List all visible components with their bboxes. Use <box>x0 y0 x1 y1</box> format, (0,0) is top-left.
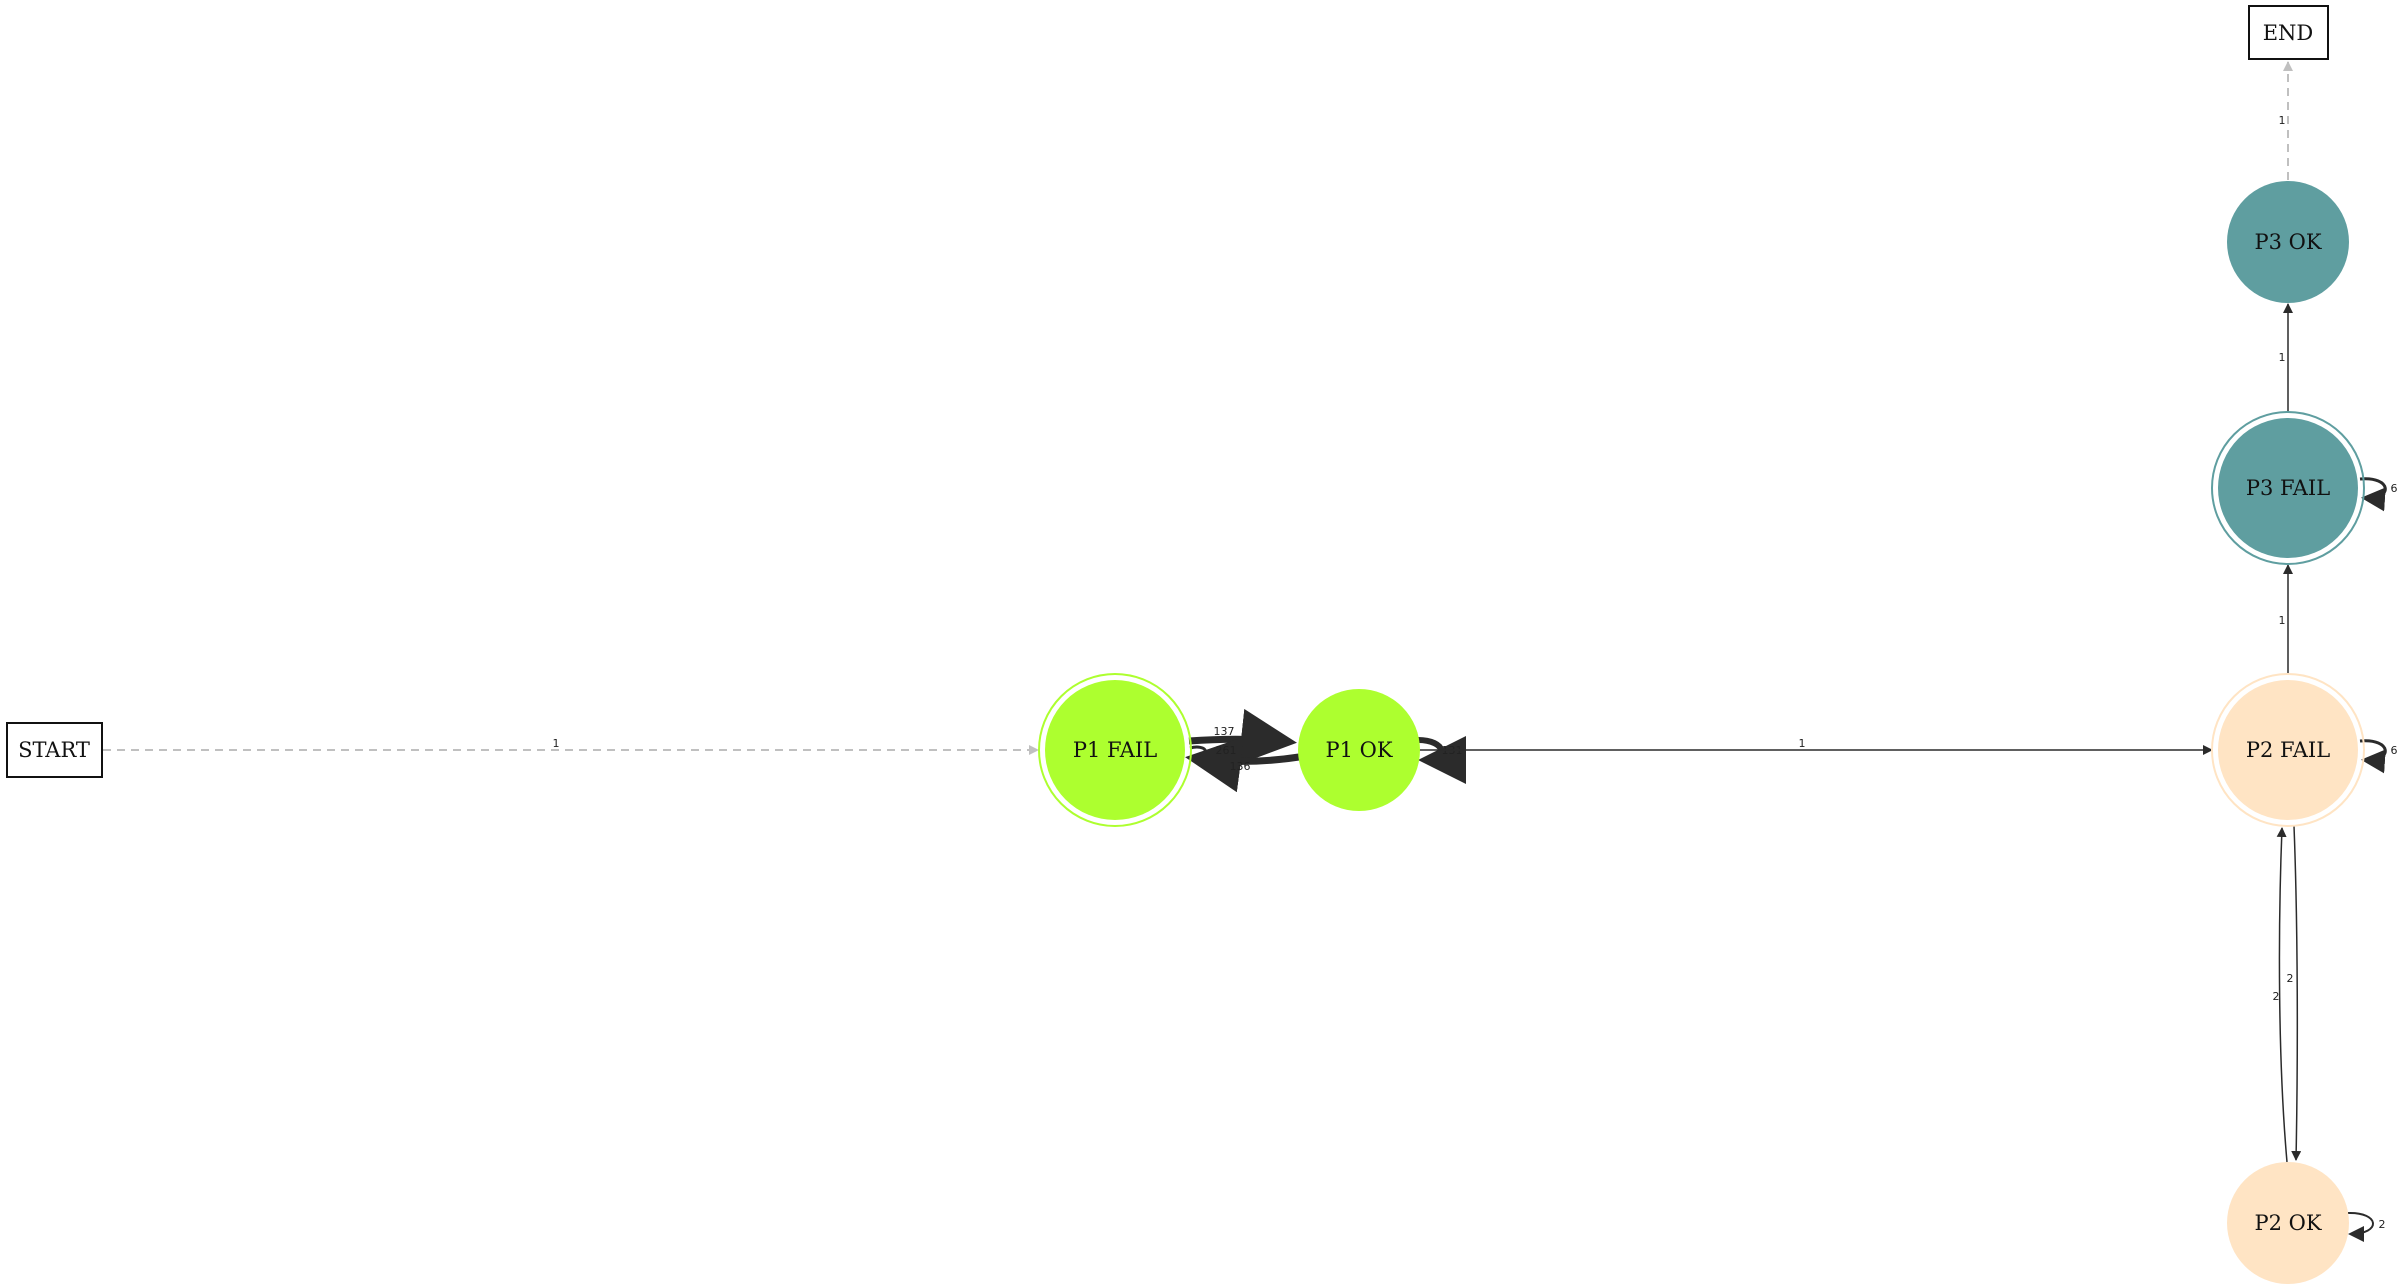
node-p2-ok: P2 OK <box>2227 1162 2349 1284</box>
edge-p2-ok-to-p2-fail: 2 <box>2273 827 2288 1163</box>
edge-label-p3-ok-end: 1 <box>2279 114 2286 127</box>
edge-label-p1-ok-p2-fail: 1 <box>1799 737 1806 750</box>
edge-p2-fail-to-p2-ok: 2 <box>2287 825 2302 1161</box>
edge-p1-ok-to-p1-fail: 136 <box>1185 736 1300 793</box>
edge-p2-fail-to-p3-fail: 1 <box>2279 564 2293 674</box>
edge-label-p2-ok-self: 2 <box>2379 1218 2386 1231</box>
edge-label-p1-ok-p1-fail: 136 <box>1230 760 1251 773</box>
edge-p1-fail-to-p1-ok: 137 <box>1188 708 1297 765</box>
node-p1-ok: P1 OK <box>1298 689 1420 811</box>
node-p1-fail-label: P1 FAIL <box>1073 738 1157 762</box>
node-p3-ok-label: P3 OK <box>2254 230 2321 254</box>
node-p2-ok-label: P2 OK <box>2254 1211 2321 1235</box>
edge-label-p3-fail-p3-ok: 1 <box>2279 351 2286 364</box>
node-start: START <box>6 722 103 778</box>
edge-label-p2-fail-p3-fail: 1 <box>2279 614 2286 627</box>
edge-p1-fail-self-loop: 261 <box>1189 744 1237 759</box>
node-p1-ok-label: P1 OK <box>1325 738 1392 762</box>
node-p1-fail: P1 FAIL <box>1038 673 1192 827</box>
edge-start-to-p1-fail: 1 <box>103 737 1039 755</box>
node-p3-ok: P3 OK <box>2227 181 2349 303</box>
edge-p3-fail-self-loop: 6 <box>2359 477 2398 512</box>
edge-p1-ok-to-p2-fail: 1 <box>1418 737 2213 755</box>
edge-p3-fail-to-p3-ok: 1 <box>2279 303 2293 412</box>
edge-label-p2-ok-p2-fail: 2 <box>2273 990 2280 1003</box>
node-end: END <box>2248 5 2329 60</box>
edge-label-p1-fail-p1-ok: 137 <box>1214 725 1235 738</box>
edge-p3-ok-to-end: 1 <box>2279 61 2293 180</box>
edge-label-start-p1-fail: 1 <box>553 737 560 750</box>
node-p2-fail-label: P2 FAIL <box>2246 738 2330 762</box>
edge-label-p1-fail-self: 261 <box>1216 744 1237 757</box>
edge-label-p3-fail-self: 6 <box>2391 482 2398 495</box>
node-end-label: END <box>2263 21 2314 45</box>
node-p3-fail-label: P3 FAIL <box>2246 476 2330 500</box>
edge-label-p2-fail-p2-ok: 2 <box>2287 972 2294 985</box>
node-p2-fail: P2 FAIL <box>2211 673 2365 827</box>
edge-p2-ok-self-loop: 2 <box>2347 1211 2386 1242</box>
node-start-label: START <box>18 738 90 762</box>
node-p3-fail: P3 FAIL <box>2211 411 2365 565</box>
edge-label-p2-fail-self: 6 <box>2391 744 2398 757</box>
edge-p2-fail-self-loop: 6 <box>2359 739 2398 774</box>
